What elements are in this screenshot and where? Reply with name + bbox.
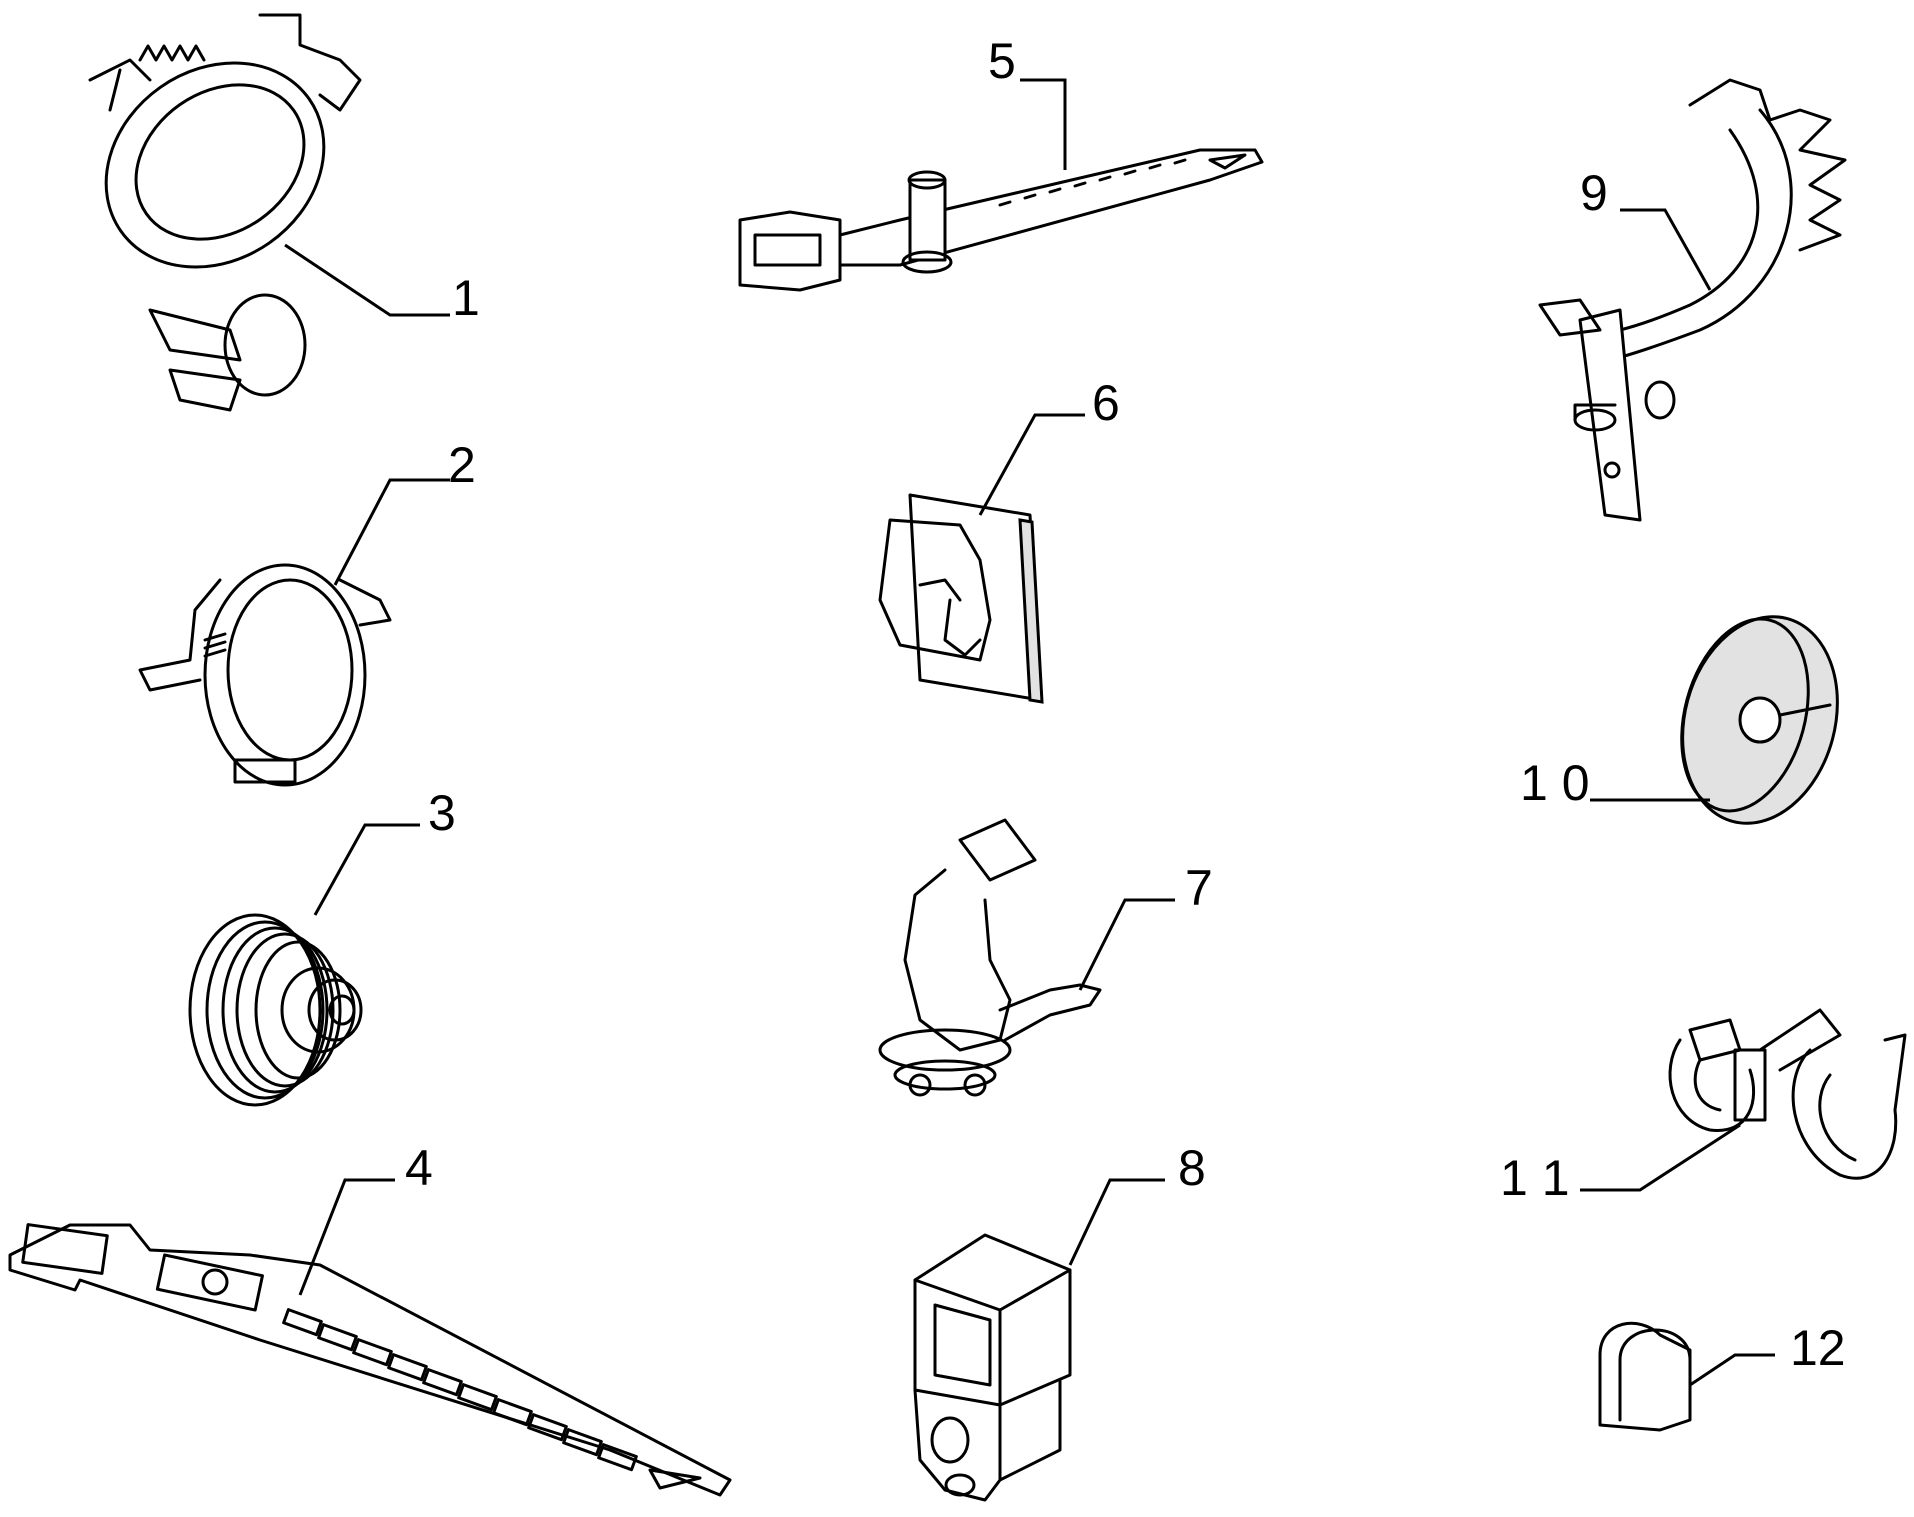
part-9-bracket-clamp	[1538, 78, 1847, 522]
part-4-cable-tie	[8, 1223, 732, 1497]
leader-12	[1689, 1353, 1775, 1387]
callout-11: 1 1	[1500, 1150, 1570, 1206]
callout-10: 1 0	[1520, 755, 1590, 811]
leader-7	[1078, 898, 1175, 991]
callout-4: 4	[405, 1140, 433, 1196]
callout-12: 12	[1790, 1320, 1846, 1376]
part-3-grommet	[188, 913, 363, 1107]
part-7-pushin-clip	[878, 818, 1102, 1097]
leader-9	[1620, 208, 1712, 291]
part-11-double-clip	[1668, 1008, 1907, 1180]
leader-6	[978, 413, 1085, 516]
callout-1: 1	[452, 270, 480, 326]
part-12-cap	[1598, 1321, 1692, 1432]
leader-5	[1020, 78, 1067, 170]
part-6-adhesive-clip	[878, 493, 1044, 704]
part-5-pushmount-tie	[738, 148, 1264, 292]
leader-3	[313, 823, 420, 916]
tie-slots	[282, 1308, 638, 1472]
leader-8	[1068, 1178, 1165, 1266]
callout-5: 5	[988, 33, 1016, 89]
part-8-box-clip	[913, 1233, 1072, 1502]
callout-9: 9	[1580, 165, 1608, 221]
leader-11	[1580, 1123, 1741, 1192]
part-2-ring-clip	[138, 563, 392, 787]
part-10-foam-washer	[1680, 615, 1839, 825]
part-1-cable-clamp	[88, 13, 362, 412]
leader-2	[333, 478, 450, 586]
callout-6: 6	[1092, 375, 1120, 431]
callout-7: 7	[1185, 860, 1213, 916]
tie-teeth	[998, 158, 1187, 207]
callout-3: 3	[428, 785, 456, 841]
leader-1	[284, 243, 450, 317]
callout-8: 8	[1178, 1140, 1206, 1196]
callout-2: 2	[448, 437, 476, 493]
leader-4	[298, 1178, 395, 1296]
